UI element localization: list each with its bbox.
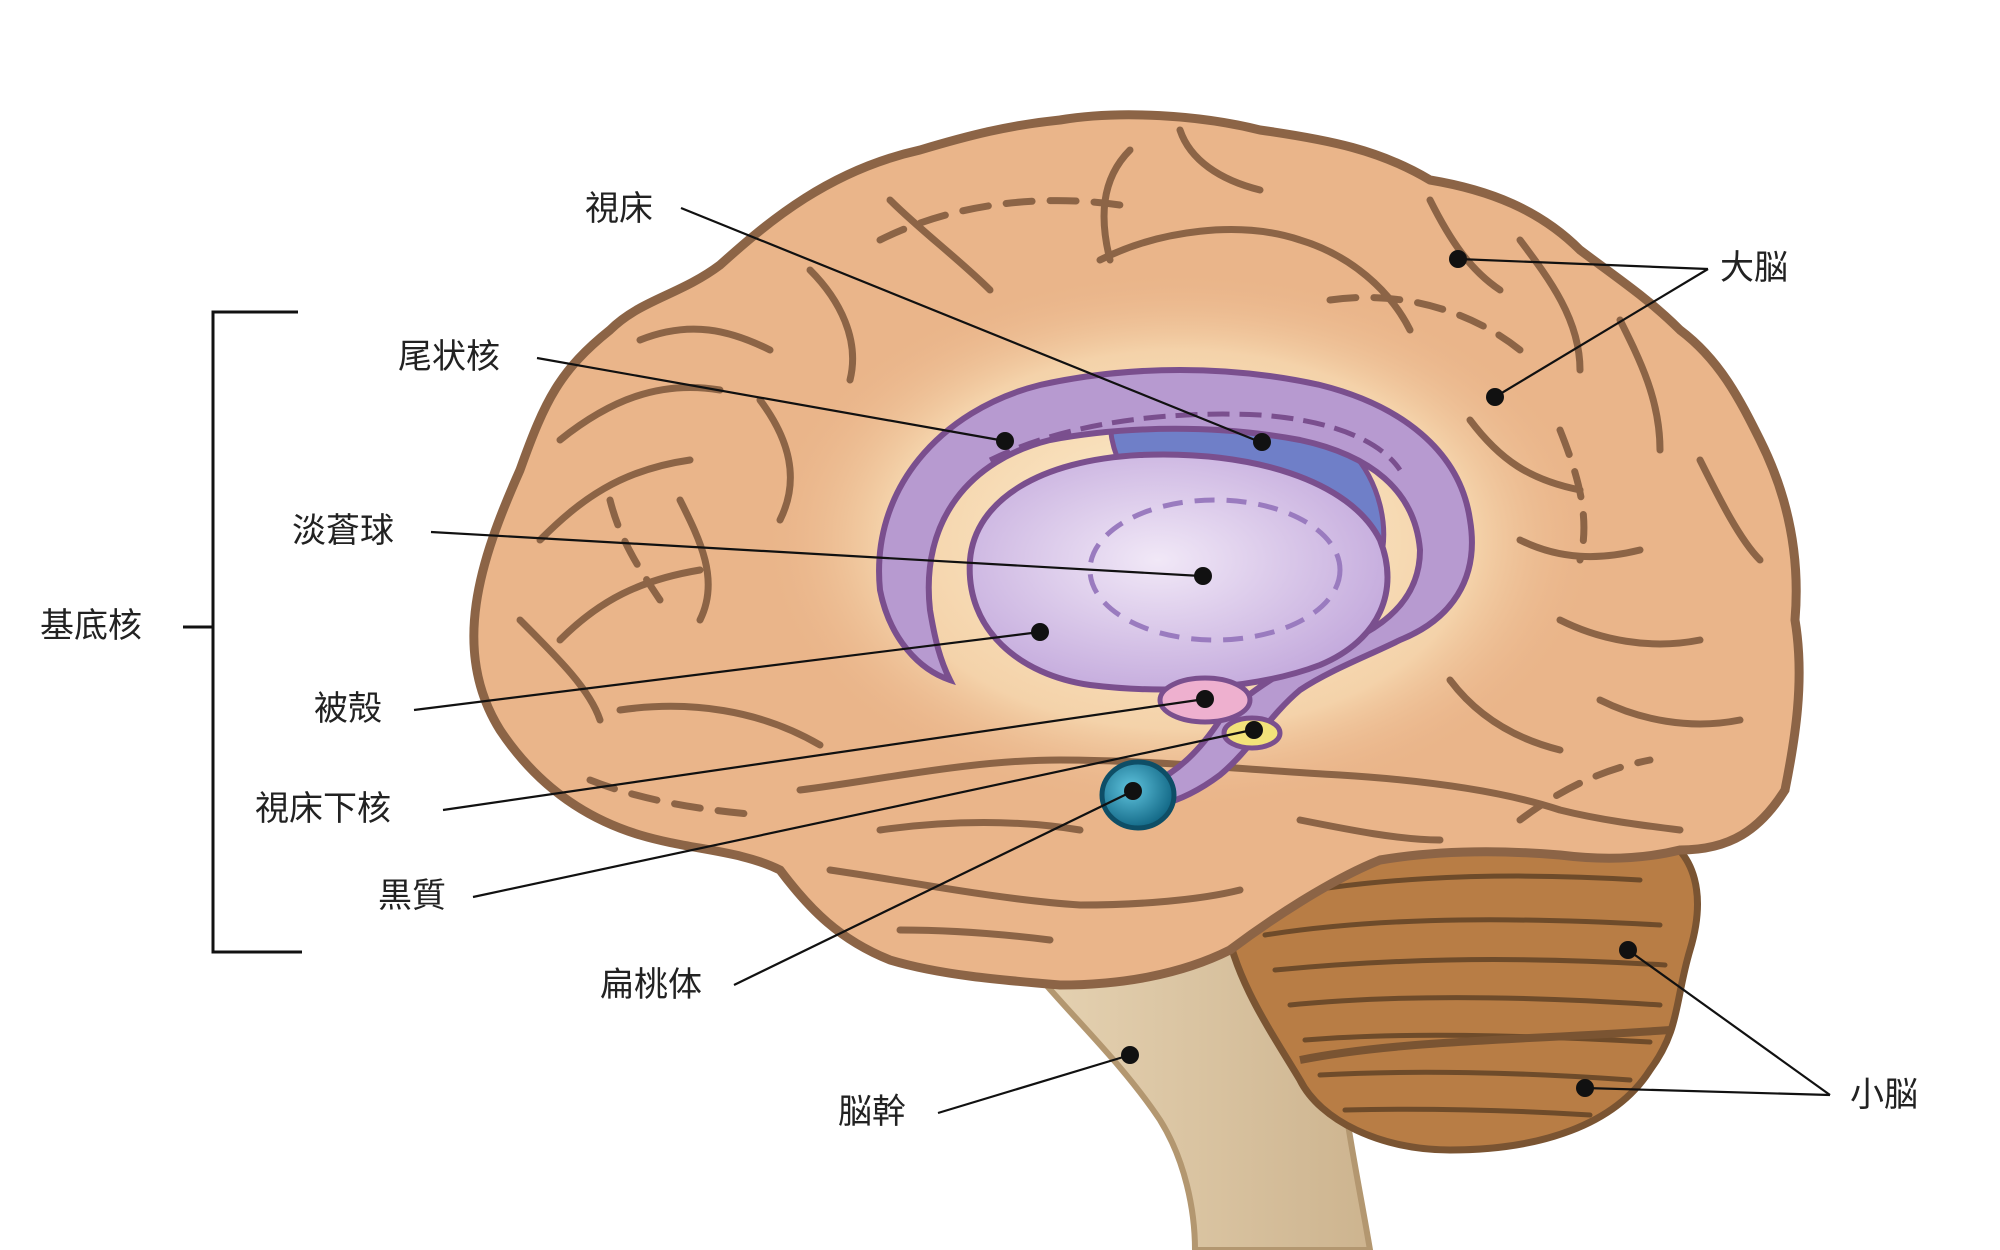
labels: 視床 尾状核 淡蒼球 基底核 被殻 視床下核 黒質 扁桃体 脳幹 大脳 小脳 bbox=[40, 189, 1918, 1132]
globus-pallidus-shape bbox=[1087, 497, 1343, 643]
label-amygdala: 扁桃体 bbox=[600, 965, 702, 1005]
putamen-shape bbox=[966, 451, 1391, 693]
label-thalamus: 視床 bbox=[585, 189, 653, 229]
label-cerebellum: 小脳 bbox=[1850, 1075, 1918, 1115]
label-putamen: 被殻 bbox=[314, 689, 382, 729]
label-subthalamic-nucleus: 視床下核 bbox=[255, 789, 391, 829]
basal-ganglia-bracket bbox=[183, 310, 302, 954]
label-points bbox=[996, 250, 1637, 1097]
caudate-shape bbox=[876, 367, 1475, 809]
leader-lines bbox=[413, 206, 1831, 1115]
label-basal-ganglia: 基底核 bbox=[40, 606, 142, 646]
label-globus-pallidus: 淡蒼球 bbox=[292, 511, 394, 551]
label-substantia-nigra: 黒質 bbox=[378, 876, 446, 916]
label-cerebrum: 大脳 bbox=[1720, 248, 1788, 288]
label-brainstem: 脳幹 bbox=[838, 1092, 906, 1132]
basal-ganglia-structures bbox=[876, 367, 1475, 831]
label-caudate: 尾状核 bbox=[398, 337, 500, 377]
